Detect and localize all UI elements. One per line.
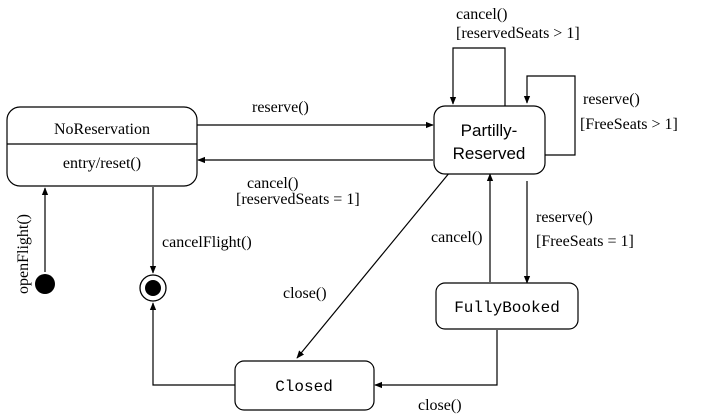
state-no-reservation: NoReservation entry/reset() <box>6 106 198 187</box>
final-state <box>139 274 167 302</box>
state-no-reservation-action: entry/reset() <box>63 155 141 172</box>
label-cancel-flight: cancelFlight() <box>162 234 252 251</box>
state-no-reservation-name: NoReservation <box>54 121 150 138</box>
edge-close-from-fullybooked <box>374 330 498 389</box>
edge-closed-to-final <box>149 302 235 386</box>
label-reserve-to-full-1: reserve() <box>536 209 593 226</box>
label-close-from-full: close() <box>418 397 462 414</box>
label-close-from-partial: close() <box>283 285 327 302</box>
label-cancel-self-1: cancel() <box>456 6 508 23</box>
edge-reserve-self-loop <box>523 75 576 156</box>
label-open-flight: openFlight() <box>15 214 32 294</box>
edge-close-from-partial <box>296 171 451 359</box>
label-cancel-self-2: [reservedSeats > 1] <box>456 25 580 42</box>
label-reserve-self-1: reserve() <box>583 91 640 108</box>
edge-cancel-self-loop <box>449 47 506 106</box>
state-closed-name: Closed <box>275 378 333 396</box>
state-closed: Closed <box>234 360 375 411</box>
state-fully-booked: FullyBooked <box>435 282 579 330</box>
label-cancel-from-full: cancel() <box>431 229 483 246</box>
state-fully-booked-name: FullyBooked <box>454 299 560 317</box>
label-reserve-to-full-2: [FreeSeats = 1] <box>536 233 634 250</box>
label-cancel-to-noreservation-1: cancel() <box>247 175 299 192</box>
label-reserve-self-2: [FreeSeats > 1] <box>580 116 678 133</box>
initial-state <box>35 274 55 294</box>
state-partially-reserved-line2: Reserved <box>453 144 526 163</box>
label-reserve: reserve() <box>252 99 309 116</box>
state-partially-reserved: Partilly- Reserved <box>433 105 546 175</box>
state-partially-reserved-line1: Partilly- <box>461 121 518 140</box>
label-cancel-to-noreservation-2: [reservedSeats = 1] <box>236 191 360 208</box>
